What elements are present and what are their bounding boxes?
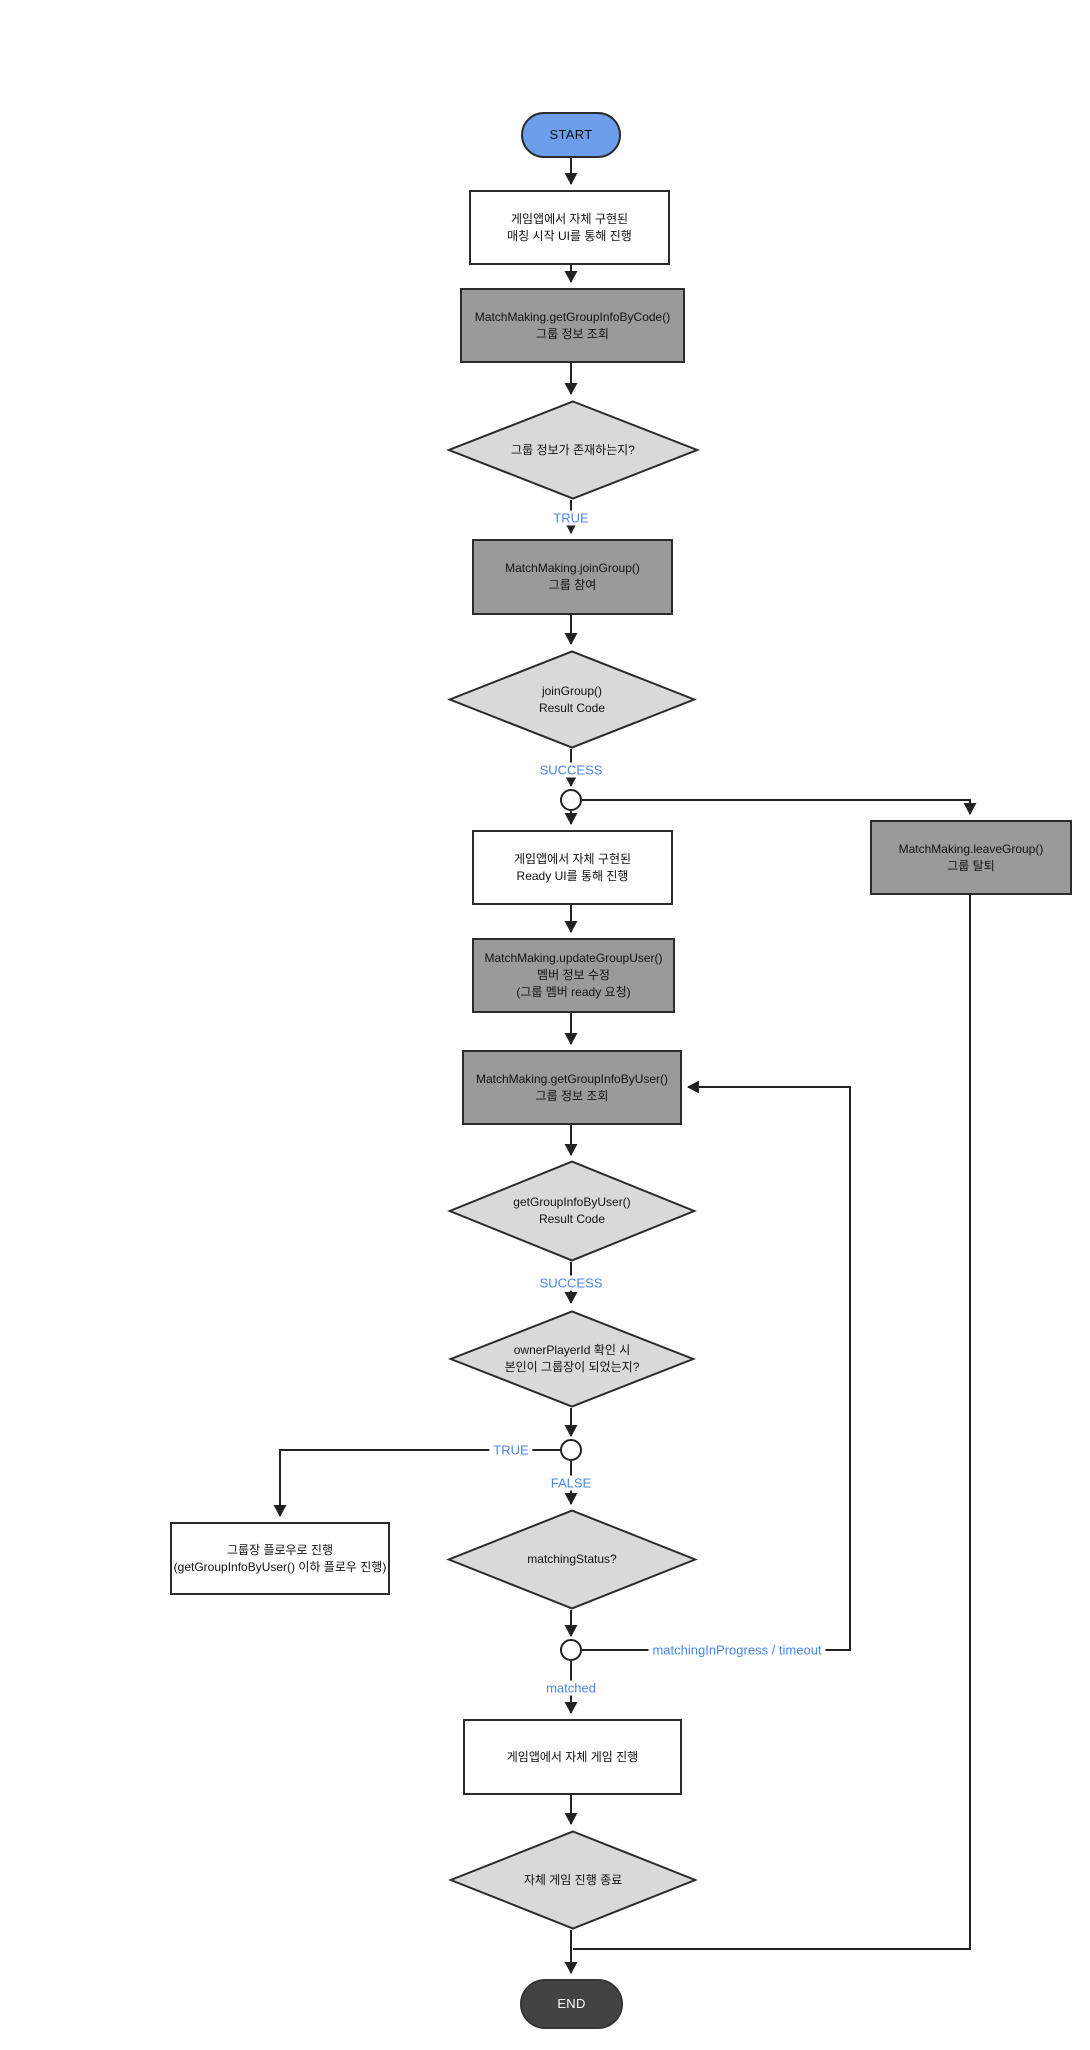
edge-leavegroup-to-end-merge: [573, 895, 971, 1950]
decision-get-group-info-by-user-result-label: getGroupInfoByUser() Result Code: [513, 1195, 631, 1226]
diamond-shape: [446, 650, 698, 749]
edge-label-false-owner: FALSE: [546, 1475, 596, 1491]
end-terminator: END: [520, 1979, 623, 2029]
process-join-group-label: MatchMaking.joinGroup() 그룹 참여: [505, 561, 640, 592]
decision-game-end: 자체 게임 진행 종료: [447, 1830, 699, 1930]
decision-game-end-label: 자체 게임 진행 종료: [523, 1872, 623, 1887]
decision-matching-status: matchingStatus?: [445, 1509, 699, 1610]
junction-after-join-success: [560, 789, 582, 811]
start-label: START: [549, 126, 593, 142]
decision-join-group-result: joinGroup() Result Code: [446, 650, 698, 749]
diamond-shape: [445, 400, 701, 500]
process-match-start-ui: 게임앱에서 자체 구현된 매칭 시작 UI를 통해 진행: [469, 190, 670, 265]
junction-matching-branch: [560, 1639, 582, 1661]
decision-owner-check-label: ownerPlayerId 확인 시 본인이 그룹장이 되었는지?: [504, 1343, 640, 1374]
process-leader-flow: 그룹장 플로우로 진행 (getGroupInfoByUser() 이하 플로우…: [170, 1522, 390, 1595]
diamond-shape: [447, 1830, 699, 1930]
edge-label-success-get-info: SUCCESS: [535, 1275, 607, 1291]
process-ready-ui-label: 게임앱에서 자체 구현된 Ready UI를 통해 진행: [513, 851, 632, 883]
edge-label-success-join: SUCCESS: [535, 762, 607, 778]
process-game-play: 게임앱에서 자체 게임 진행: [463, 1719, 682, 1795]
decision-matching-status-label: matchingStatus?: [527, 1552, 617, 1567]
diamond-shape: [447, 1310, 697, 1408]
process-get-group-info-by-user: MatchMaking.getGroupInfoByUser() 그룹 정보 조…: [462, 1050, 682, 1125]
start-terminator: START: [521, 112, 621, 158]
process-match-start-ui-label: 게임앱에서 자체 구현된 매칭 시작 UI를 통해 진행: [507, 211, 632, 243]
diamond-shape: [445, 1509, 699, 1610]
process-update-group-user-label: MatchMaking.updateGroupUser() 멤버 정보 수정 (…: [484, 951, 663, 999]
junction-owner-branch: [560, 1439, 582, 1461]
process-join-group: MatchMaking.joinGroup() 그룹 참여: [472, 539, 673, 615]
process-leave-group-label: MatchMaking.leaveGroup() 그룹 탈퇴: [898, 841, 1044, 873]
edge-label-true-group-exists: TRUE: [549, 510, 593, 526]
process-ready-ui: 게임앱에서 자체 구현된 Ready UI를 통해 진행: [472, 830, 673, 905]
diamond-shape: [446, 1160, 698, 1262]
edge-junction1-to-leavegroup: [582, 799, 977, 815]
process-leave-group: MatchMaking.leaveGroup() 그룹 탈퇴: [870, 820, 1072, 895]
edge-junction2-true-to-leaderflow: [273, 1449, 560, 1517]
process-game-play-label: 게임앱에서 자체 게임 진행: [506, 1749, 639, 1764]
end-label: END: [557, 1995, 586, 2011]
process-get-group-info-by-code: MatchMaking.getGroupInfoByCode() 그룹 정보 조…: [460, 288, 685, 363]
edge-label-matching-in-progress: matchingInProgress / timeout: [648, 1642, 826, 1658]
process-leader-flow-label: 그룹장 플로우로 진행 (getGroupInfoByUser() 이하 플로우…: [173, 1542, 387, 1574]
process-get-group-info-by-code-label: MatchMaking.getGroupInfoByCode() 그룹 정보 조…: [474, 309, 671, 341]
decision-group-info-exists-label: 그룹 정보가 존재하는지?: [511, 442, 635, 457]
decision-join-group-result-label: joinGroup() Result Code: [538, 683, 606, 715]
decision-get-group-info-by-user-result: getGroupInfoByUser() Result Code: [446, 1160, 698, 1262]
process-update-group-user: MatchMaking.updateGroupUser() 멤버 정보 수정 (…: [472, 938, 675, 1013]
decision-owner-check: ownerPlayerId 확인 시 본인이 그룹장이 되었는지?: [447, 1310, 697, 1408]
decision-group-info-exists: 그룹 정보가 존재하는지?: [445, 400, 701, 500]
process-get-group-info-by-user-label: MatchMaking.getGroupInfoByUser() 그룹 정보 조…: [475, 1071, 669, 1103]
edge-label-matched: matched: [542, 1680, 600, 1696]
edge-label-true-owner: TRUE: [489, 1442, 533, 1458]
